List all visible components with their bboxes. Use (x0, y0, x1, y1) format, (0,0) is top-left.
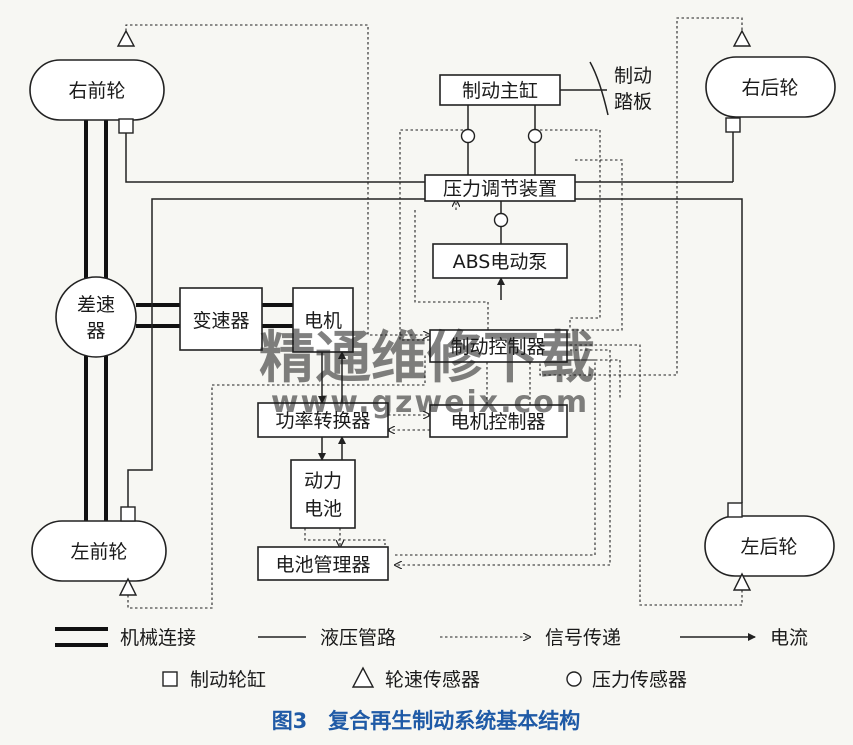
wheel-front-left: 左前轮 (31, 520, 167, 582)
current-lines (318, 277, 505, 461)
pressure-regulator-label: 压力调节装置 (443, 178, 557, 200)
power-battery: 动力 电池 (290, 459, 356, 529)
legend-mechanical: 机械连接 (120, 627, 196, 649)
wheel-rear-left: 左后轮 (704, 515, 835, 577)
power-converter-label: 功率转换器 (275, 410, 370, 432)
abs-pump-label: ABS电动泵 (453, 251, 548, 273)
battery-management-label: 电池管理器 (275, 554, 370, 576)
wheel-rear-right: 右后轮 (705, 56, 836, 118)
legend-wheel-speed-sensor: 轮速传感器 (385, 669, 480, 691)
differential: 差速 器 (55, 276, 137, 358)
brake-controller: 制动控制器 (429, 329, 568, 363)
brake-cylinder-rear-right (725, 117, 741, 133)
wheel-speed-sensor-front-right (116, 29, 136, 47)
master-cylinder-label: 制动主缸 (462, 80, 538, 102)
legend-pressure-sensor-icon (566, 671, 582, 687)
power-converter: 功率转换器 (257, 402, 389, 438)
wheel-rear-left-label: 左后轮 (740, 536, 797, 558)
motor-controller-label: 电机控制器 (450, 411, 545, 433)
hydraulic-lines (125, 89, 743, 508)
wheel-front-left-label: 左前轮 (70, 541, 127, 563)
pressure-sensor-pump (493, 212, 509, 228)
power-battery-label-line1: 动力 (304, 470, 342, 492)
wheel-rear-right-label: 右后轮 (741, 77, 798, 99)
brake-pedal-label-line2: 踏板 (614, 91, 652, 113)
motor: 电机 (292, 287, 354, 353)
gearbox: 变速器 (179, 287, 263, 351)
brake-cylinder-front-left (120, 506, 136, 522)
brake-pedal-label-line1: 制动 (614, 65, 652, 87)
brake-cylinder-front-right (118, 118, 134, 134)
legend-current: 电流 (770, 627, 808, 649)
legend-pressure-sensor: 压力传感器 (592, 669, 687, 691)
motor-label: 电机 (304, 310, 342, 332)
signal-lines (125, 17, 743, 609)
wheel-front-right: 右前轮 (29, 59, 165, 121)
legend-signal: 信号传递 (545, 627, 621, 649)
legend: 机械连接 液压管路 信号传递 电流 制动轮缸 轮速传感器 压力传感器 (55, 627, 808, 691)
legend-wheel-speed-icon (351, 666, 375, 688)
wheel-speed-sensor-rear-right (732, 29, 752, 47)
legend-hydraulic: 液压管路 (320, 627, 396, 649)
motor-controller: 电机控制器 (429, 404, 568, 438)
battery-management: 电池管理器 (257, 546, 389, 581)
brake-controller-label: 制动控制器 (450, 336, 545, 358)
gearbox-label: 变速器 (192, 310, 249, 332)
wheel-speed-sensor-rear-left (732, 572, 752, 591)
watermark-text: 精通维修下载 (259, 326, 595, 391)
legend-brake-cylinder-icon (162, 671, 178, 687)
pressure-sensor-left (460, 128, 476, 144)
figure-caption: 图3 复合再生制动系统基本结构 (272, 709, 581, 733)
pressure-sensor-right (527, 128, 543, 144)
master-cylinder: 制动主缸 (439, 74, 561, 106)
pressure-regulator: 压力调节装置 (424, 174, 576, 202)
wheel-front-right-label: 右前轮 (68, 80, 125, 102)
abs-pump: ABS电动泵 (432, 243, 568, 279)
brake-pedal: 制动 踏板 (589, 61, 652, 116)
legend-brake-cylinder: 制动轮缸 (190, 669, 266, 691)
differential-label-line2: 器 (86, 320, 105, 342)
power-battery-label-line2: 电池 (304, 498, 342, 520)
differential-label-line1: 差速 (77, 294, 115, 316)
brake-cylinder-rear-left (727, 502, 743, 518)
watermark-url: www.gzweix.com (271, 385, 589, 420)
wheel-speed-sensor-front-left (118, 577, 138, 596)
